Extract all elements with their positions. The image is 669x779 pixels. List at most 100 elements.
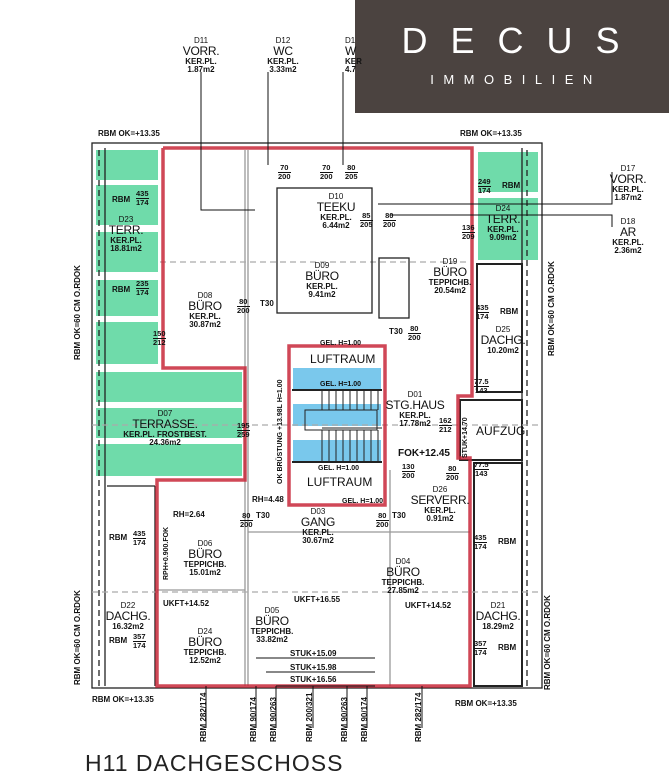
room-name: BÜRO [188,635,222,650]
room-name: BÜRO [188,299,222,314]
ukft-label: UKFT+14.52 [163,599,210,608]
rbm-side-label: RBM OK=60 CM O.RDOK [543,595,552,690]
room-id: D1 [345,36,356,45]
room-name: W [345,44,357,59]
room-name: STG.HAUS [385,398,445,413]
brustung-label: OK BRÜSTUNG +13.98L H=1.00 [277,379,284,484]
rbm-bottom-label: RBM 282/174 [414,692,423,742]
red-outline [155,146,474,688]
room-area: 0.91m2 [426,514,454,524]
room-area: 10.20m2 [487,345,519,355]
rbm-side-label: RBM OK=60 CM O.RDOK [73,590,82,685]
room-area: 3.33m2 [269,65,297,75]
room-area: 6.44m2 [322,221,350,231]
aufzug-label: AUFZUG [476,424,526,438]
room-floor: KER.PL. [302,527,334,537]
fire-rating-label: T30 [260,299,274,308]
room-name: GANG [300,515,336,530]
room-floor: KER.PL. FROSTBEST. [123,429,207,439]
room-id: D26 [432,485,448,494]
fok-label: FOK+12.45 [398,448,450,459]
rbm-bottom-label: RBM 200/321 [305,692,314,742]
luftraum-label: LUFTRAUM [310,352,376,366]
room-name: DACHG. [480,333,526,348]
room-floor: KER.PL. [306,281,338,291]
room-floor: KER [345,56,362,66]
room-name: SERVERR. [410,493,470,508]
room-floor: TEPPICHB. [428,277,472,287]
fire-rating-label: T30 [392,511,406,520]
room-floor: KER.PL. [110,235,142,245]
room-area: 24.36m2 [149,438,181,448]
room-area: 18.81m2 [110,244,142,254]
room-name: AR [619,225,637,240]
rbm-bottom-label: RBM 282/174 [199,692,208,742]
room-area: 2.36m2 [614,246,642,256]
logo-subtitle: IMMOBILIEN [430,72,602,87]
room-floor: TEPPICHB. [183,559,227,569]
room-id: D24 [495,204,511,213]
room-area: 18.29m2 [482,621,514,631]
rbm-label: RBM [498,537,517,546]
room-id: D09 [314,261,330,270]
stuk-label: STUK+15.09 [290,649,337,658]
rh-label: RH=4.48 [252,495,284,504]
rbm-label: RBM [109,533,128,542]
room-id: D03 [310,507,326,516]
rph-label: RPH+0.900.FOK [163,526,170,580]
room-id: D10 [328,192,344,201]
room-area: 9.09m2 [489,233,517,243]
room-id: D22 [120,601,136,610]
rbm-bottom-label: RBM 90/263 [340,697,349,742]
room-id: D04 [395,557,411,566]
room-floor: KER.PL. [399,410,431,420]
stuk-label: STUK+16.56 [290,675,337,684]
room-id: D11 [193,36,209,45]
room-name: DACHG. [475,609,521,624]
room-id: D01 [407,390,423,399]
room-area: 27.85m2 [387,586,419,596]
stuk-label: STUK+14.70 [462,417,469,458]
rh-label: RH=2.64 [173,510,205,519]
rbm-label: RBM [502,181,521,190]
room-floor: KER.PL. [320,212,352,222]
room-id: D23 [118,215,134,224]
room-id: D21 [490,601,506,610]
rbm-bottom-label: RBM 90/174 [249,697,258,742]
room-floor: TEPPICHB. [250,626,294,636]
rbm-level-label: RBM OK=+13.35 [460,129,522,138]
room-floor: KER.PL. [612,184,644,194]
railing-label: GEL. H=1.00 [320,340,362,347]
room-id: D07 [157,409,173,418]
room-area: 9.41m2 [308,290,336,300]
room-area: 15.01m2 [189,568,221,578]
